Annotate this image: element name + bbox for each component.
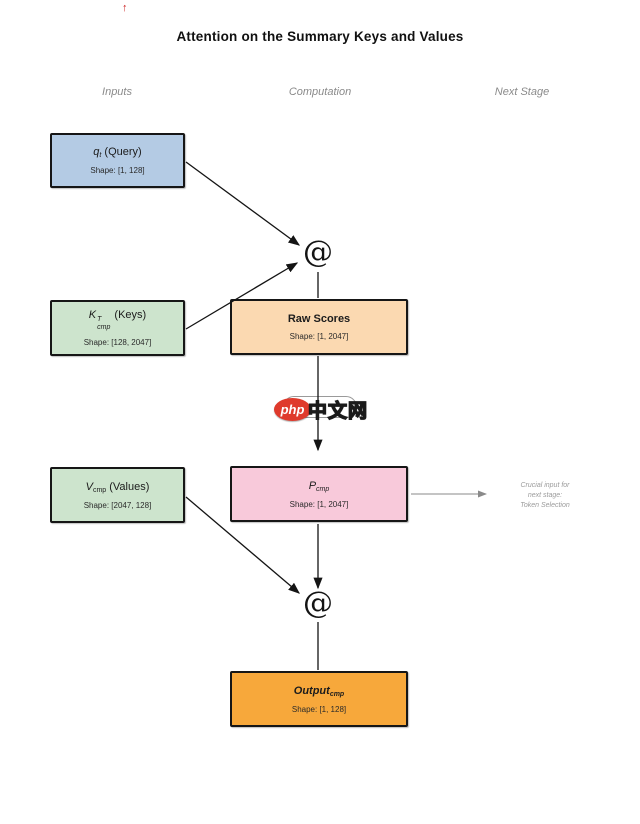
corner-red-mark: ↑: [122, 2, 128, 14]
query-var-sub: t: [99, 152, 102, 159]
keys-var-sup: T: [97, 316, 102, 324]
keys-var-sub: cmp: [97, 323, 111, 331]
next-stage-note-line3: Token Selection: [520, 501, 570, 509]
values-suffix: (Values): [106, 480, 150, 493]
p-cmp-var: P: [308, 479, 317, 492]
node-p-cmp: Pcmp Shape: [1, 2047]: [230, 466, 408, 522]
node-values: Vcmp (Values) Shape: [2047, 128]: [50, 467, 185, 523]
node-output: Outputcmp Shape: [1, 128]: [230, 671, 408, 727]
node-p-cmp-label: Pcmp: [309, 480, 330, 493]
keys-var: K: [88, 309, 97, 322]
output-var-sub: cmp: [329, 690, 345, 698]
keys-suffix: (Keys): [111, 309, 147, 322]
next-stage-note-line2: next stage:: [527, 491, 563, 499]
matmul-operator-top: @: [303, 235, 333, 270]
diagram-title: Attention on the Summary Keys and Values: [176, 29, 464, 44]
node-raw-scores: Raw Scores Shape: [1, 2047]: [230, 299, 408, 355]
next-stage-note-line1: Crucial input for: [520, 482, 570, 489]
next-stage-note: Crucial input for next stage: Token Sele…: [500, 481, 590, 510]
column-label-inputs: Inputs: [102, 86, 132, 98]
arrow-query-to-matmul: [185, 161, 301, 246]
php-watermark-text: 中文网: [307, 400, 369, 422]
node-keys-shape: Shape: [128, 2047]: [83, 337, 152, 347]
output-var: Output: [293, 684, 330, 697]
node-raw-scores-label: Raw Scores: [287, 313, 351, 325]
node-output-label: Outputcmp: [294, 685, 344, 698]
column-label-computation: Computation: [288, 86, 352, 98]
node-output-shape: Shape: [1, 128]: [291, 704, 347, 714]
values-var-sub: cmp: [92, 486, 107, 494]
node-query-shape: Shape: [1, 128]: [90, 166, 145, 175]
query-var: q: [93, 146, 100, 158]
node-values-shape: Shape: [2047, 128]: [83, 500, 152, 510]
node-query-label: qt (Query): [93, 146, 141, 159]
values-var: V: [85, 480, 93, 493]
column-label-next-stage: Next Stage: [494, 86, 550, 98]
node-raw-scores-shape: Shape: [1, 2047]: [289, 332, 349, 341]
php-logo-badge: php: [274, 397, 311, 421]
node-query: qt (Query) Shape: [1, 128]: [50, 133, 185, 188]
php-watermark: php 中文网: [274, 396, 368, 422]
node-p-cmp-shape: Shape: [1, 2047]: [289, 499, 349, 509]
node-values-label: Vcmp (Values): [86, 481, 150, 494]
matmul-operator-bottom: @: [303, 586, 333, 621]
p-cmp-var-sub: cmp: [316, 485, 330, 493]
query-suffix: (Query): [101, 146, 142, 158]
